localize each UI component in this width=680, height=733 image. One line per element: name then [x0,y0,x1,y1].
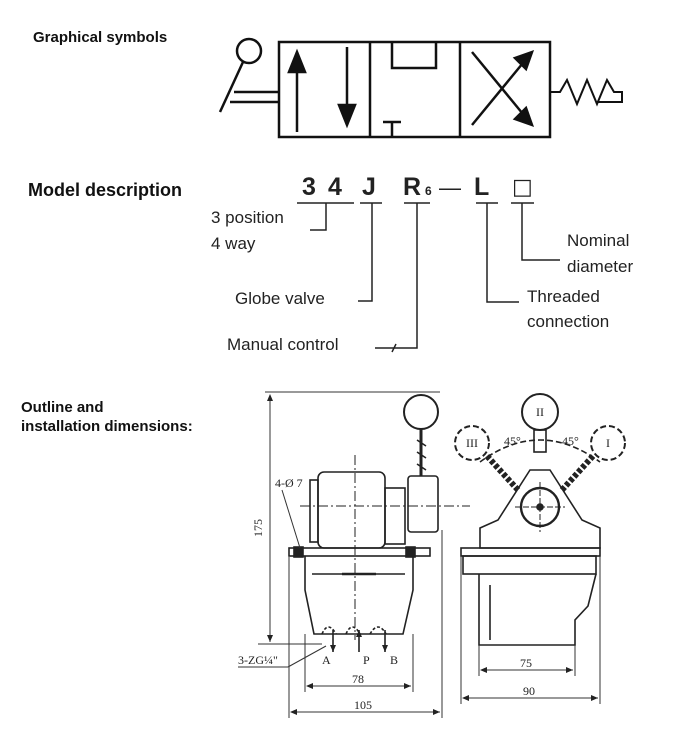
dim-105-text: 105 [354,698,372,712]
label-3-position: 3 position [211,208,284,227]
dim-78-text: 78 [352,672,364,686]
pressure-gauge-icon [403,394,439,430]
leader-position [310,203,327,231]
position-i-label: I [606,436,610,450]
label-threaded: Threaded [527,287,600,306]
label-diameter: diameter [567,257,634,276]
position-arc [479,439,601,463]
dim-height-text: 175 [251,519,265,537]
mount-hole-left [293,546,304,558]
arrow-cross-down-icon [512,105,535,128]
label-manual-control: Manual control [227,335,339,354]
angle-left-text: 45° [504,434,521,448]
dim-ports-text: 3-ZG¼" [238,653,278,667]
angle-right-text: 45° [562,434,579,448]
dim-90-text: 90 [523,684,535,698]
gauge-i-icon [590,425,626,461]
model-code-char-4: 4 [328,173,344,201]
model-code-char-j: J [362,173,378,201]
port-a-label: A [322,653,331,667]
label-nominal: Nominal [567,231,630,250]
arrow-up-icon [287,48,307,74]
spring-icon [550,77,623,107]
side-base-body [478,573,597,646]
model-code-char-r: R [403,173,424,201]
stem-i [559,453,596,493]
valve-base-body [304,556,414,635]
model-code-dash: — [439,175,461,200]
stem-hatch-1 [416,439,427,447]
leader-threaded [486,203,519,303]
actuator-cap-left [309,479,319,543]
front-view [288,394,470,652]
dim-75-text: 75 [520,656,532,670]
mount-hole-right [405,546,416,558]
outline-heading-line1: Outline and [21,399,104,416]
outline-heading: Outline and installation dimensions: [21,398,193,436]
leader-manual-tick [391,343,397,353]
mount-flange [288,547,431,557]
model-code-char-l: L [474,173,492,201]
label-4-way: 4 way [211,234,256,253]
model-description-leaders [297,202,560,353]
ports-leader [287,645,327,668]
position-iii-label: III [466,436,478,450]
actuator-body [317,471,386,549]
front-dimensions [238,391,443,718]
outline-heading-line2: installation dimensions: [21,418,193,435]
stem-hatch-3 [416,463,427,471]
model-code-box: □ [512,175,533,200]
port-b-label: B [390,653,398,667]
center-connection [390,42,438,70]
model-code-char-3: 3 [302,173,318,201]
handle-housing [407,475,439,533]
side-dimensions [460,556,601,704]
lever-knob-icon [235,37,263,65]
label-connection: connection [527,312,610,331]
lever-arm [218,61,245,113]
side-view [454,393,626,646]
valve-symbol [218,37,623,139]
stem-iii [484,453,521,493]
stem-hatch-2 [416,451,427,459]
stem-ii [533,429,547,453]
gauge-iii-icon [454,425,490,461]
side-flange [460,547,601,557]
position-ii-label: II [536,405,544,419]
dim-holes-text: 4-Ø 7 [275,476,303,490]
port-bosses [321,626,387,635]
actuator-cap-right [384,487,406,545]
leader-manual-control [375,203,418,349]
graphical-symbols-heading: Graphical symbols [33,29,168,46]
holes-leader [281,489,301,549]
side-band [462,555,597,575]
arrow-down-icon [337,103,357,129]
valve-body [277,40,552,139]
arrow-cross-up-icon [512,49,535,72]
model-description-heading: Model description [28,180,183,200]
label-globe-valve: Globe valve [235,289,325,308]
port-p-label: P [363,653,370,667]
leader-nominal [521,203,560,261]
model-code-subscript: 6 [425,184,432,198]
leader-globe-valve [358,203,373,302]
